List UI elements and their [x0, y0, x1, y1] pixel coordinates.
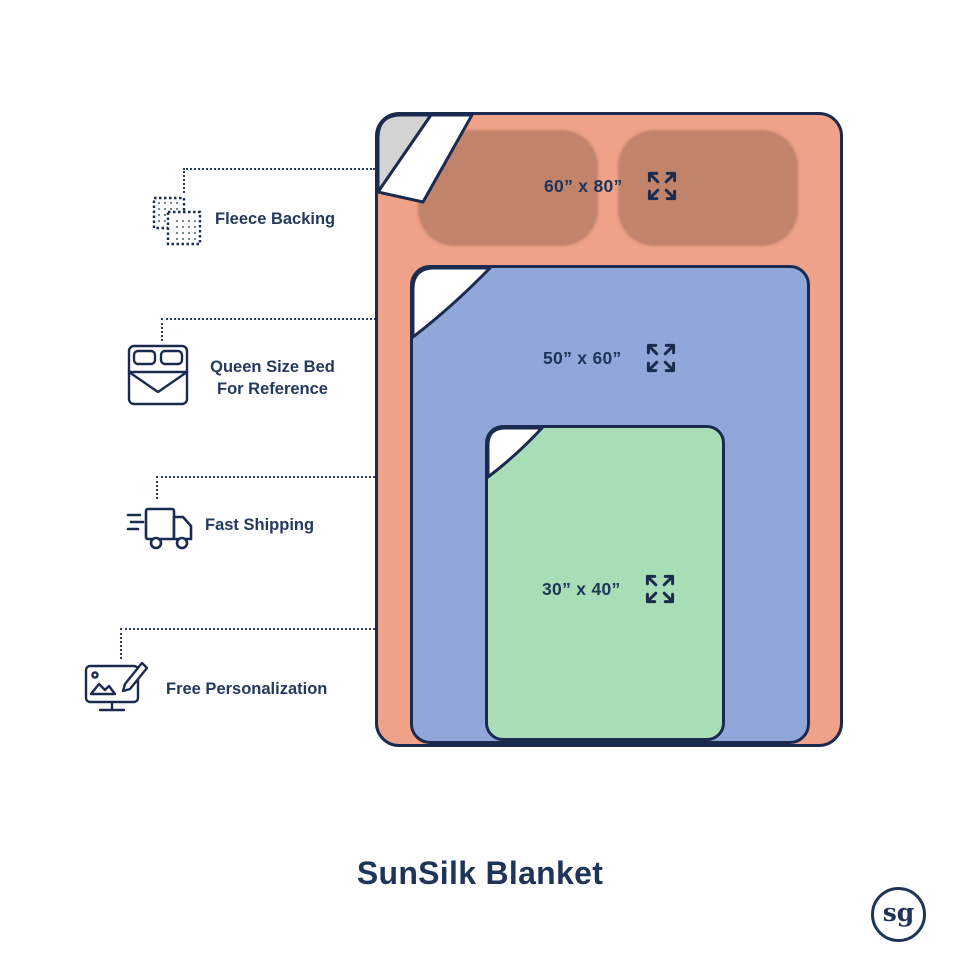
folded-corner-small [485, 425, 547, 483]
shipping-truck-icon [126, 501, 196, 553]
feature-label-personalization: Free Personalization [166, 680, 328, 698]
callout-line-personalization-horizontal [120, 628, 375, 630]
page-title: SunSilk Blanket [356, 855, 604, 891]
size-row-queen: 60” x 80” [544, 165, 683, 207]
folded-corner-fleece [375, 112, 475, 204]
folded-corner-large [410, 265, 498, 345]
feature-label-bed-line1: Queen Size Bed [210, 358, 335, 376]
size-label-small: 30” x 40” [542, 578, 621, 599]
pillow-right [618, 130, 798, 246]
feature-label-fleece: Fleece Backing [215, 210, 336, 228]
callout-line-bed-horizontal [161, 318, 412, 320]
expand-arrows-icon [640, 337, 682, 379]
callout-line-personalization-vertical [120, 628, 122, 659]
queen-bed-icon [127, 342, 189, 406]
callout-line-fleece-horizontal [183, 168, 375, 170]
feature-label-bed-line2: For Reference [217, 380, 328, 398]
feature-label-bed: Queen Size Bed For Reference [200, 356, 345, 400]
brand-logo: sg [871, 887, 926, 942]
size-row-large: 50” x 60” [543, 337, 682, 379]
expand-arrows-icon [641, 165, 683, 207]
size-label-queen: 60” x 80” [544, 175, 623, 196]
size-label-large: 50” x 60” [543, 347, 622, 368]
fleece-swatch-icon [150, 194, 204, 248]
expand-arrows-icon [639, 568, 681, 610]
size-row-small: 30” x 40” [542, 568, 681, 610]
callout-line-fleece-vertical [183, 168, 185, 193]
callout-line-shipping-vertical [156, 476, 158, 499]
feature-label-shipping: Fast Shipping [205, 516, 315, 534]
blanket-small-30x40: 30” x 40” [485, 425, 725, 741]
brand-logo-text: sg [882, 898, 915, 927]
callout-line-shipping-horizontal [156, 476, 487, 478]
callout-line-bed-vertical [161, 318, 163, 341]
monitor-pencil-icon [84, 660, 150, 720]
